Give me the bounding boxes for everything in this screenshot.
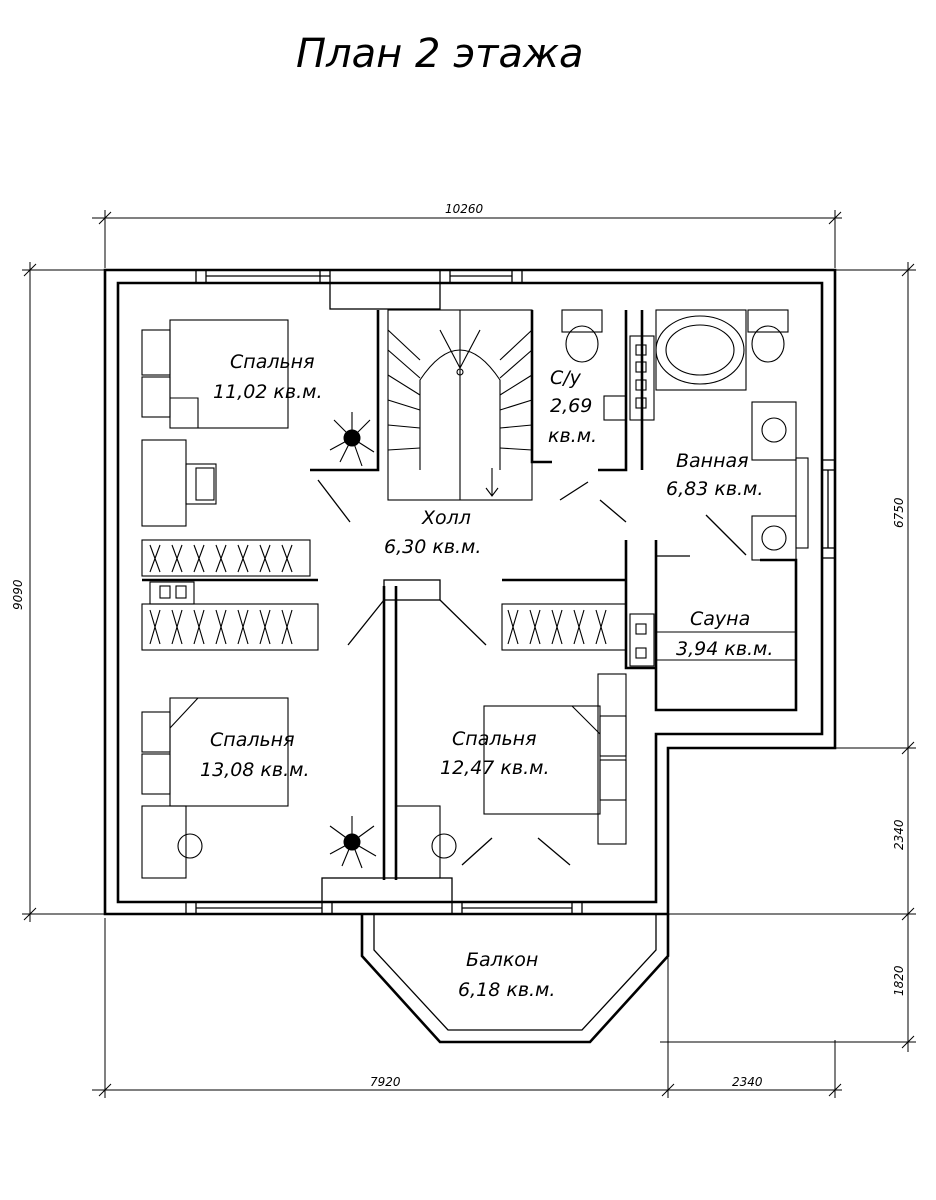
furniture <box>141 309 809 879</box>
room-label-bedroom-2: Спальня 13,08 кв.м. <box>200 729 310 781</box>
dim-bottom-right: 2340 <box>732 1075 763 1089</box>
room-name: Балкон <box>466 949 538 971</box>
room-area: 12,47 кв.м. <box>440 757 550 779</box>
room-name: Холл <box>421 507 471 529</box>
balcony <box>360 914 670 1044</box>
room-label-wc: С/у 2,69 кв.м. <box>548 367 597 447</box>
door-swings <box>317 479 747 866</box>
room-area: 6,18 кв.м. <box>458 979 555 1001</box>
room-area: 6,83 кв.м. <box>666 478 763 500</box>
dimension-lines <box>22 210 916 1098</box>
room-label-bathroom: Ванная 6,83 кв.м. <box>666 450 763 500</box>
room-area: 3,94 кв.м. <box>676 638 773 660</box>
dim-bottom-left: 7920 <box>370 1075 401 1089</box>
dim-right-middle: 2340 <box>892 819 906 850</box>
dim-top: 10260 <box>445 202 484 216</box>
plant-icon <box>329 412 375 467</box>
windows <box>185 269 836 915</box>
room-label-balcony: Балкон 6,18 кв.м. <box>458 949 555 1001</box>
dim-left: 9090 <box>11 579 25 610</box>
room-label-bedroom-3: Спальня 12,47 кв.м. <box>440 728 550 779</box>
dim-right-lower: 1820 <box>892 965 906 996</box>
room-name: С/у <box>550 367 582 389</box>
room-area: 11,02 кв.м. <box>213 381 323 403</box>
room-name: Сауна <box>690 608 750 630</box>
plan-title: План 2 этажа <box>296 31 584 77</box>
room-name: Ванная <box>676 450 749 472</box>
exterior-walls <box>103 268 837 916</box>
room-label-sauna: Сауна 3,94 кв.м. <box>676 608 773 660</box>
room-label-bedroom-1: Спальня 11,02 кв.м. <box>213 351 323 403</box>
room-name: Спальня <box>230 351 315 373</box>
room-area: 2,69 <box>550 395 592 417</box>
staircase <box>387 309 533 501</box>
dim-right-upper: 6750 <box>892 497 906 528</box>
room-area-unit: кв.м. <box>548 425 597 447</box>
room-label-hall: Холл 6,30 кв.м. <box>384 507 481 558</box>
room-name: Спальня <box>452 728 537 750</box>
room-name: Спальня <box>210 729 295 751</box>
room-area: 6,30 кв.м. <box>384 536 481 558</box>
room-area: 13,08 кв.м. <box>200 759 310 781</box>
plant-icon <box>329 816 377 869</box>
